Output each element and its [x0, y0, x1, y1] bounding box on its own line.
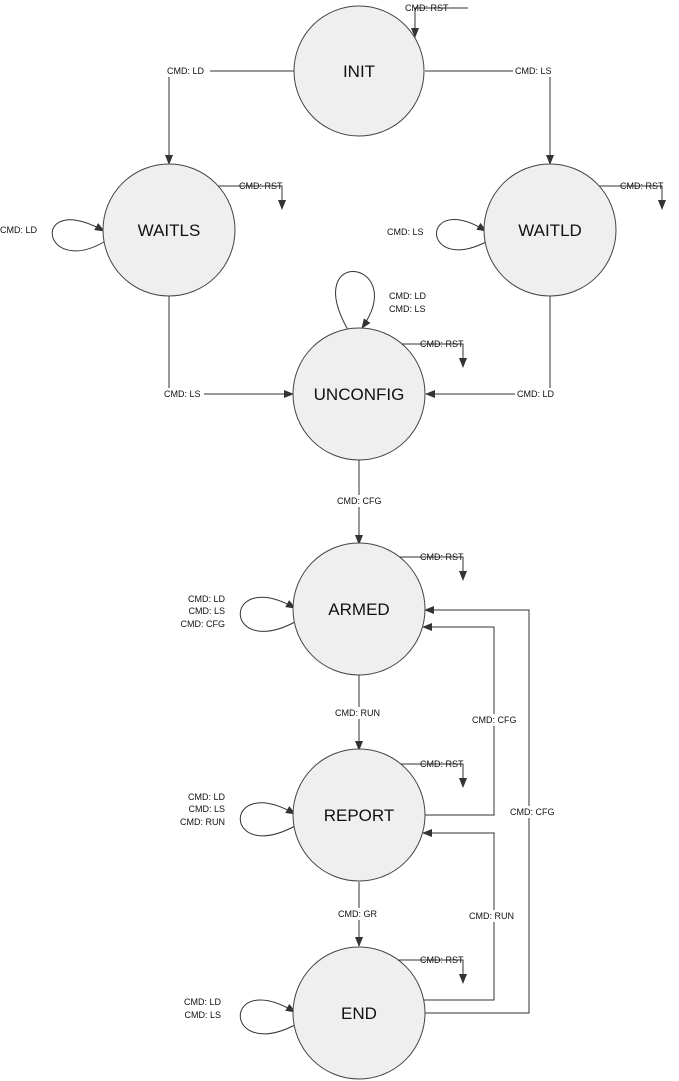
state-label-report: REPORT [324, 806, 395, 825]
loop-waitld [436, 219, 487, 251]
label-end-to-armed: CMD: CFG [510, 807, 555, 817]
edge-init-rst [411, 7, 468, 38]
edge-init-to-waitls [165, 70, 294, 165]
label-report-self-ls: CMD: LS [188, 804, 225, 814]
state-armed: ARMED [292, 542, 426, 676]
label-unconfig-rst: CMD: RST [420, 339, 464, 349]
loop-armed [239, 596, 296, 632]
label-end-rst: CMD: RST [420, 955, 464, 965]
label-report-to-end: CMD: GR [338, 909, 377, 919]
label-init-to-waitls: CMD: LD [167, 66, 205, 76]
edge-waitls-to-unconfig [168, 296, 294, 398]
label-waitld-self: CMD: LS [387, 227, 424, 237]
loop-end [239, 999, 296, 1035]
label-report-rst: CMD: RST [420, 759, 464, 769]
state-label-end: END [341, 1004, 377, 1023]
edge-waitls-rst [217, 185, 286, 210]
state-end: END [292, 946, 426, 1080]
label-waitld-rst: CMD: RST [620, 181, 664, 191]
state-waitld: WAITLD [483, 163, 617, 297]
label-unconfig-self-ls: CMD: LS [389, 304, 426, 314]
edge-report-rst [398, 763, 467, 788]
label-init-to-waitld: CMD: LS [515, 66, 552, 76]
label-armed-self-cfg: CMD: CFG [181, 619, 226, 629]
edge-init-to-waitld [425, 70, 554, 165]
label-waitls-rst: CMD: RST [239, 181, 283, 191]
label-unconfig-to-armed: CMD: CFG [337, 496, 382, 506]
label-end-to-report: CMD: RUN [469, 911, 514, 921]
state-waitls: WAITLS [102, 163, 236, 297]
label-unconfig-self-ld: CMD: LD [389, 291, 427, 301]
label-waitld-to-unconfig: CMD: LD [517, 389, 555, 399]
edge-unconfig-rst [398, 343, 467, 368]
label-end-self-ld: CMD: LD [184, 997, 222, 1007]
state-report: REPORT [292, 748, 426, 882]
label-armed-rst: CMD: RST [420, 552, 464, 562]
label-end-self-ls: CMD: LS [184, 1010, 221, 1020]
label-waitls-self: CMD: LD [0, 225, 38, 235]
state-label-waitld: WAITLD [518, 221, 582, 240]
label-armed-to-report: CMD: RUN [335, 708, 380, 718]
loop-report [239, 802, 296, 837]
label-waitls-to-unconfig: CMD: LS [164, 389, 201, 399]
label-init-rst: CMD: RST [405, 3, 449, 13]
edge-waitld-rst [597, 185, 666, 210]
state-init: INIT [293, 5, 425, 137]
state-label-armed: ARMED [328, 600, 389, 619]
loop-waitls [51, 219, 105, 252]
edge-armed-rst [398, 556, 467, 581]
edge-end-rst [398, 959, 467, 984]
state-label-init: INIT [343, 62, 375, 81]
state-label-waitls: WAITLS [138, 221, 201, 240]
label-armed-self-ls: CMD: LS [188, 606, 225, 616]
state-unconfig: UNCONFIG [292, 327, 426, 461]
loop-unconfig [335, 271, 375, 331]
state-label-unconfig: UNCONFIG [314, 385, 405, 404]
label-report-to-armed: CMD: CFG [472, 715, 517, 725]
label-report-self-ld: CMD: LD [188, 792, 226, 802]
label-armed-self-ld: CMD: LD [188, 594, 226, 604]
label-report-self-run: CMD: RUN [180, 817, 225, 827]
